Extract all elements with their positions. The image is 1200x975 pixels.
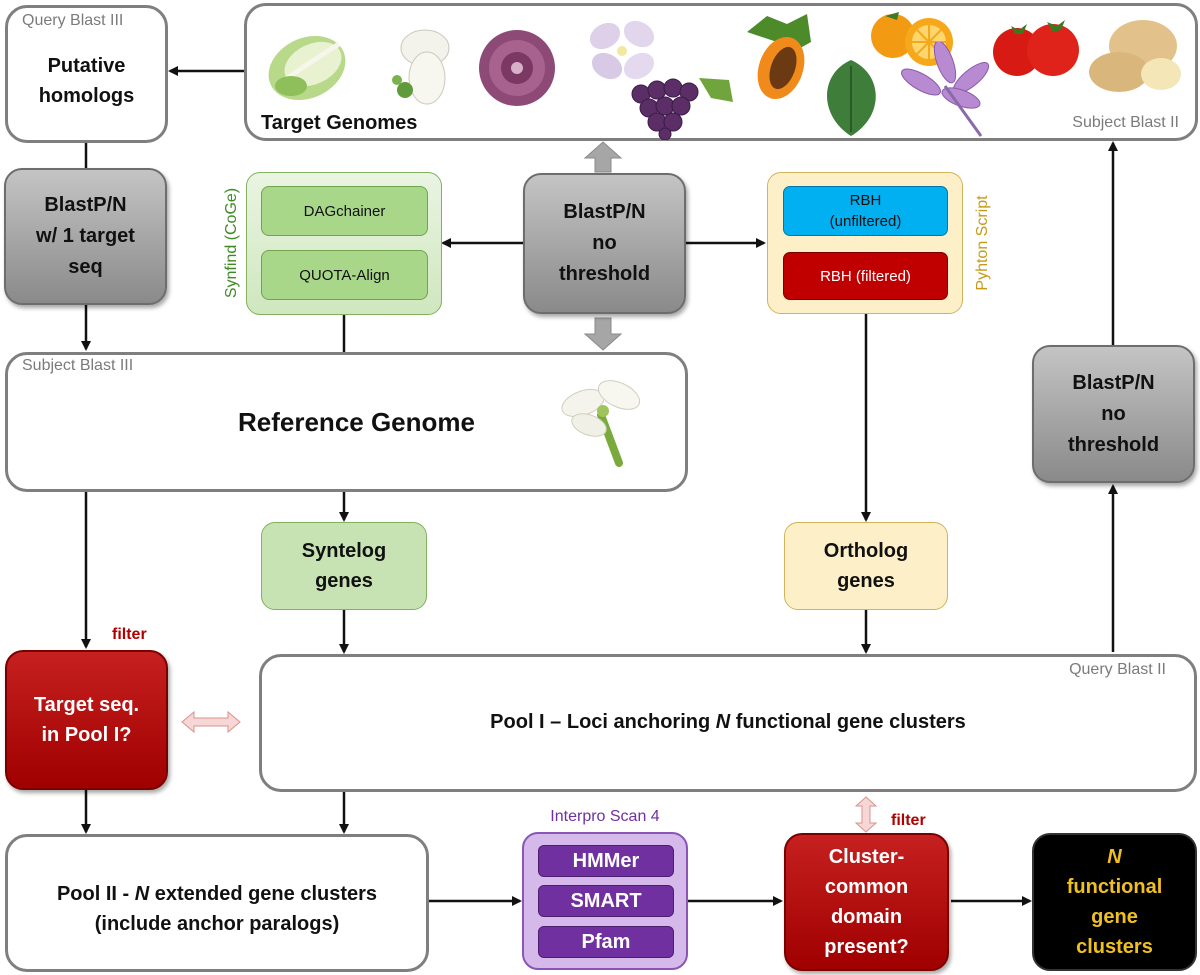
pool1-box: Query Blast II Pool I – Loci anchoring N… [259,654,1197,792]
pool2-title: Pool II - N extended gene clusters (incl… [8,879,426,939]
putative-homologs-box: Query Blast III Putative homologs [5,5,168,143]
quota-align-item: QUOTA-Align [261,250,428,300]
filter-label-bottom: filter [891,812,926,829]
interpro-title: Interpro Scan 4 [550,808,660,825]
pool1-title: Pool I – Loci anchoring N functional gen… [262,711,1194,734]
saffron-flower-image [901,42,990,137]
grapes-image [631,78,733,140]
pool2-line1-n: N [134,883,150,905]
pool2-line2: (include anchor paralogs) [94,913,340,935]
blastp-one-target-box: BlastP/N w/ 1 target seq [4,168,167,305]
reference-genome-box: Subject Blast III Reference Genome [5,352,688,492]
white-flower-image [392,29,450,105]
pool1-title-post: functional gene clusters [730,711,966,733]
target-seq-in-pool1-box: Target seq. in Pool I? [5,650,168,790]
subject-blast-iii-label: Subject Blast III [22,357,134,374]
tomato-image [993,20,1079,76]
syntelog-genes-box: Syntelog genes [261,522,427,610]
cabbage-image [268,35,346,101]
pool2-line1-post: extended gene clusters [149,883,378,905]
pfam-item: Pfam [538,926,674,958]
pool1-title-n: N [715,711,731,733]
smart-item: SMART [538,885,674,917]
python-script-label: Pyhton Script [974,195,991,291]
lilac-flower-image [589,20,655,80]
pink-double-arrow-horizontal [181,710,241,734]
query-blast-ii-label: Query Blast II [1069,661,1166,678]
arabidopsis-flower-image [561,380,641,467]
rbh-filtered-item: RBH (filtered) [783,252,948,300]
putative-homologs-text: Putative homologs [38,55,135,107]
reference-genome-title: Reference Genome [238,407,475,437]
pool2-line1: Pool II - N extended gene clusters [8,879,426,909]
pool2-line1-pre: Pool II - [56,883,135,905]
subject-blast-ii-label: Subject Blast II [1072,114,1179,131]
final-n: N [1107,846,1122,868]
final-text-wrap: N functional gene clusters [1067,842,1163,962]
blastp-center-box: BlastP/N no threshold [523,173,686,314]
blastp-right-box: BlastP/N no threshold [1032,345,1195,483]
functional-gene-clusters-box: N functional gene clusters [1032,833,1197,971]
dagchainer-item: DAGchainer [261,186,428,236]
hmmer-item: HMMer [538,845,674,877]
papaya-image [747,14,811,99]
leaf-image [827,60,876,136]
purple-flower-image [479,30,555,106]
ortholog-genes-box: Ortholog genes [784,522,948,610]
target-genomes-box: Target Genomes Subject Blast II [244,3,1198,141]
potato-image [1089,20,1181,92]
synfind-coge-label: Synfind (CoGe) [223,187,240,299]
pool2-box: Pool II - N extended gene clusters (incl… [5,834,429,972]
filter-label-top: filter [112,626,147,643]
rbh-unfiltered-item: RBH (unfiltered) [783,186,948,236]
cluster-common-domain-box: Cluster- common domain present? [784,833,949,971]
query-blast-iii-label: Query Blast III [22,12,124,29]
pool1-title-pre: Pool I – Loci anchoring [490,711,716,733]
target-genomes-title: Target Genomes [261,112,418,134]
final-text: functional gene clusters [1066,876,1163,958]
pink-double-arrow-vertical [854,796,878,833]
